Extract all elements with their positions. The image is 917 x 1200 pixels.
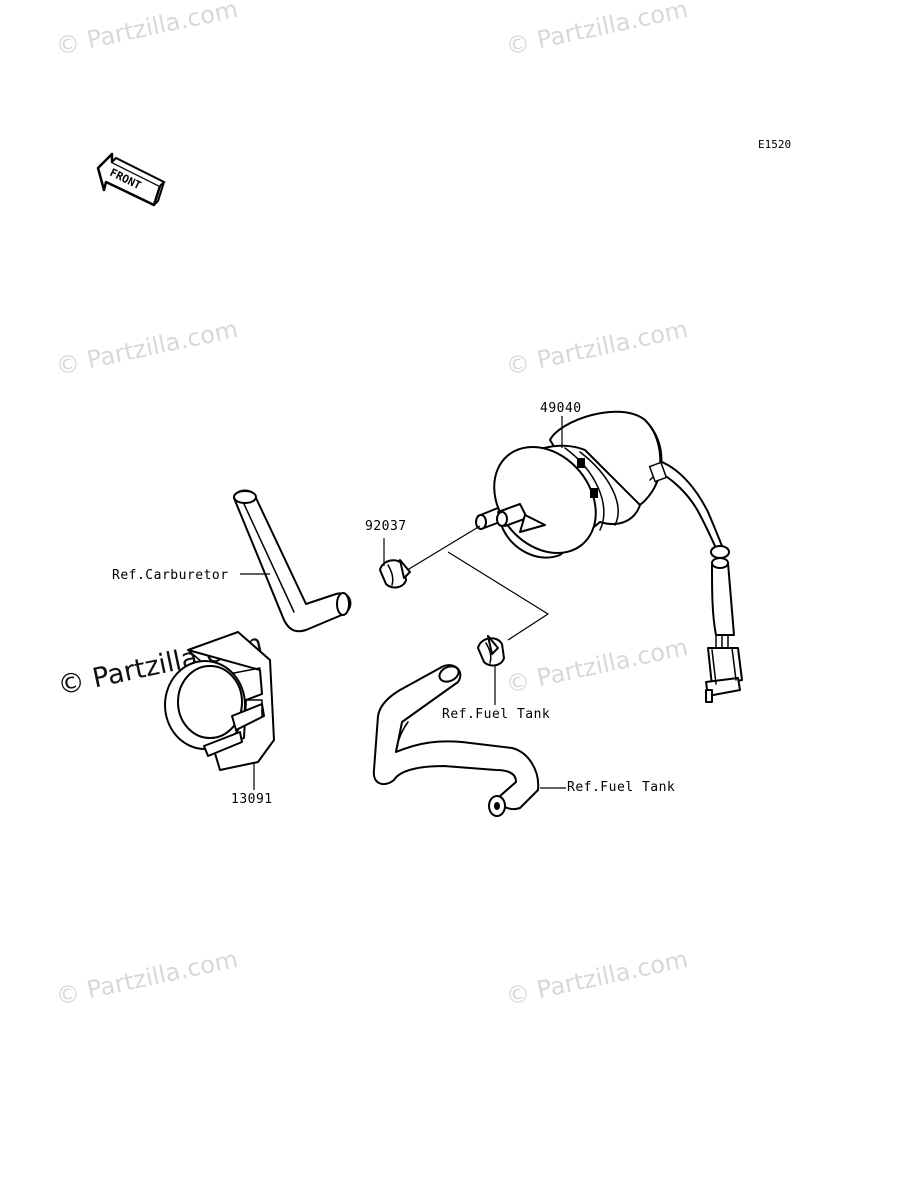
watermark: © Partzilla.com — [503, 633, 690, 699]
clamp-92037 — [379, 559, 411, 589]
part-number-92037: 92037 — [365, 519, 407, 534]
diagram-code: E1520 — [758, 138, 791, 151]
watermark: © Partzilla.com — [53, 0, 240, 61]
part-number-13091: 13091 — [231, 792, 273, 807]
bracket-13091 — [164, 631, 275, 771]
watermark: © Partzilla.com — [53, 945, 240, 1011]
fuel-pump — [475, 410, 743, 703]
ref-carburetor-label: Ref.Carburetor — [112, 568, 229, 583]
fuel-tank-hose — [372, 664, 540, 817]
connection-line — [447, 551, 550, 641]
ref-fuel-tank-clamp-label: Ref.Fuel Tank — [442, 707, 550, 722]
part-number-49040: 49040 — [540, 401, 582, 416]
carburetor-hose — [233, 489, 352, 633]
watermark: © Partzilla.com — [503, 0, 690, 61]
watermark: © Partzilla.com — [53, 315, 240, 381]
front-arrow-icon: FRONT — [96, 152, 166, 207]
connection-line — [403, 525, 481, 573]
ref-fuel-tank-hose-label: Ref.Fuel Tank — [567, 780, 675, 795]
watermark: © Partzilla.com — [503, 945, 690, 1011]
watermark: © Partzilla.com — [503, 315, 690, 381]
clamp-ref-fuel-tank — [477, 635, 505, 667]
